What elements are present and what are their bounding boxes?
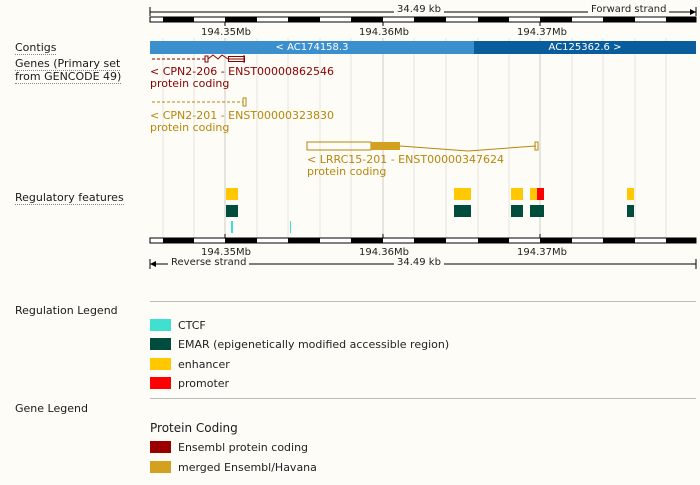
gene-legend-subtitle: Protein Coding: [150, 421, 238, 435]
bottom-ruler-length: 34.49 kb: [394, 257, 444, 268]
contig-ac174158[interactable]: < AC174158.3: [150, 41, 474, 54]
merged-ensembl-havana-label: merged Ensembl/Havana: [178, 461, 317, 474]
gene-legend-title: Gene Legend: [15, 402, 88, 415]
gene-cpn2-206-name[interactable]: < CPN2-206 - ENST00000862546: [150, 65, 335, 78]
bottom-pos-3: 194.37Mb: [517, 247, 567, 258]
promoter-legend-label: promoter: [178, 377, 230, 390]
top-pos-1: 194.35Mb: [201, 27, 251, 38]
regulation-legend-title: Regulation Legend: [15, 304, 118, 317]
gene-cpn2-201-biotype: protein coding: [150, 121, 230, 134]
regulation-legend-divider: [150, 301, 696, 302]
enhancer-legend-label: enhancer: [178, 358, 230, 371]
merged-ensembl-havana-swatch: [150, 461, 171, 473]
ensembl-protein-coding-label: Ensembl protein coding: [178, 441, 309, 454]
gene-lrrc15-201-name[interactable]: < LRRC15-201 - ENST00000347624: [307, 153, 505, 166]
top-pos-2: 194.36Mb: [359, 27, 409, 38]
emar-legend-label: EMAR (epigenetically modified accessible…: [178, 338, 450, 351]
bottom-pos-1: 194.35Mb: [201, 247, 251, 258]
bottom-ruler: [149, 234, 697, 269]
genes-track-label[interactable]: Genes (Primary set from GENCODE 49): [15, 57, 122, 84]
gene-legend-divider: [150, 398, 696, 399]
gene-cpn2-201-name[interactable]: < CPN2-201 - ENST00000323830: [150, 109, 335, 122]
regulatory-features[interactable]: [0, 0, 700, 240]
regulatory-track-label[interactable]: Regulatory features: [15, 191, 124, 205]
top-ruler-strand: Forward strand: [588, 4, 670, 15]
contig-ac125362[interactable]: AC125362.6 >: [474, 41, 696, 54]
gene-lrrc15-201-biotype: protein coding: [307, 165, 387, 178]
gene-models[interactable]: [0, 0, 700, 160]
ctcf-legend-label: CTCF: [178, 319, 206, 332]
top-ruler-length: 34.49 kb: [394, 4, 444, 15]
bottom-pos-2: 194.36Mb: [359, 247, 409, 258]
top-pos-3: 194.37Mb: [517, 27, 567, 38]
gene-cpn2-206-biotype: protein coding: [150, 77, 230, 90]
promoter-swatch: [150, 377, 171, 389]
bottom-ruler-strand: Reverse strand: [168, 257, 250, 268]
ctcf-swatch: [150, 319, 171, 331]
enhancer-swatch: [150, 358, 171, 370]
track-grid: [162, 38, 667, 238]
contigs-track-label[interactable]: Contigs: [15, 41, 57, 55]
ensembl-protein-coding-swatch: [150, 441, 171, 453]
emar-swatch: [150, 338, 171, 350]
